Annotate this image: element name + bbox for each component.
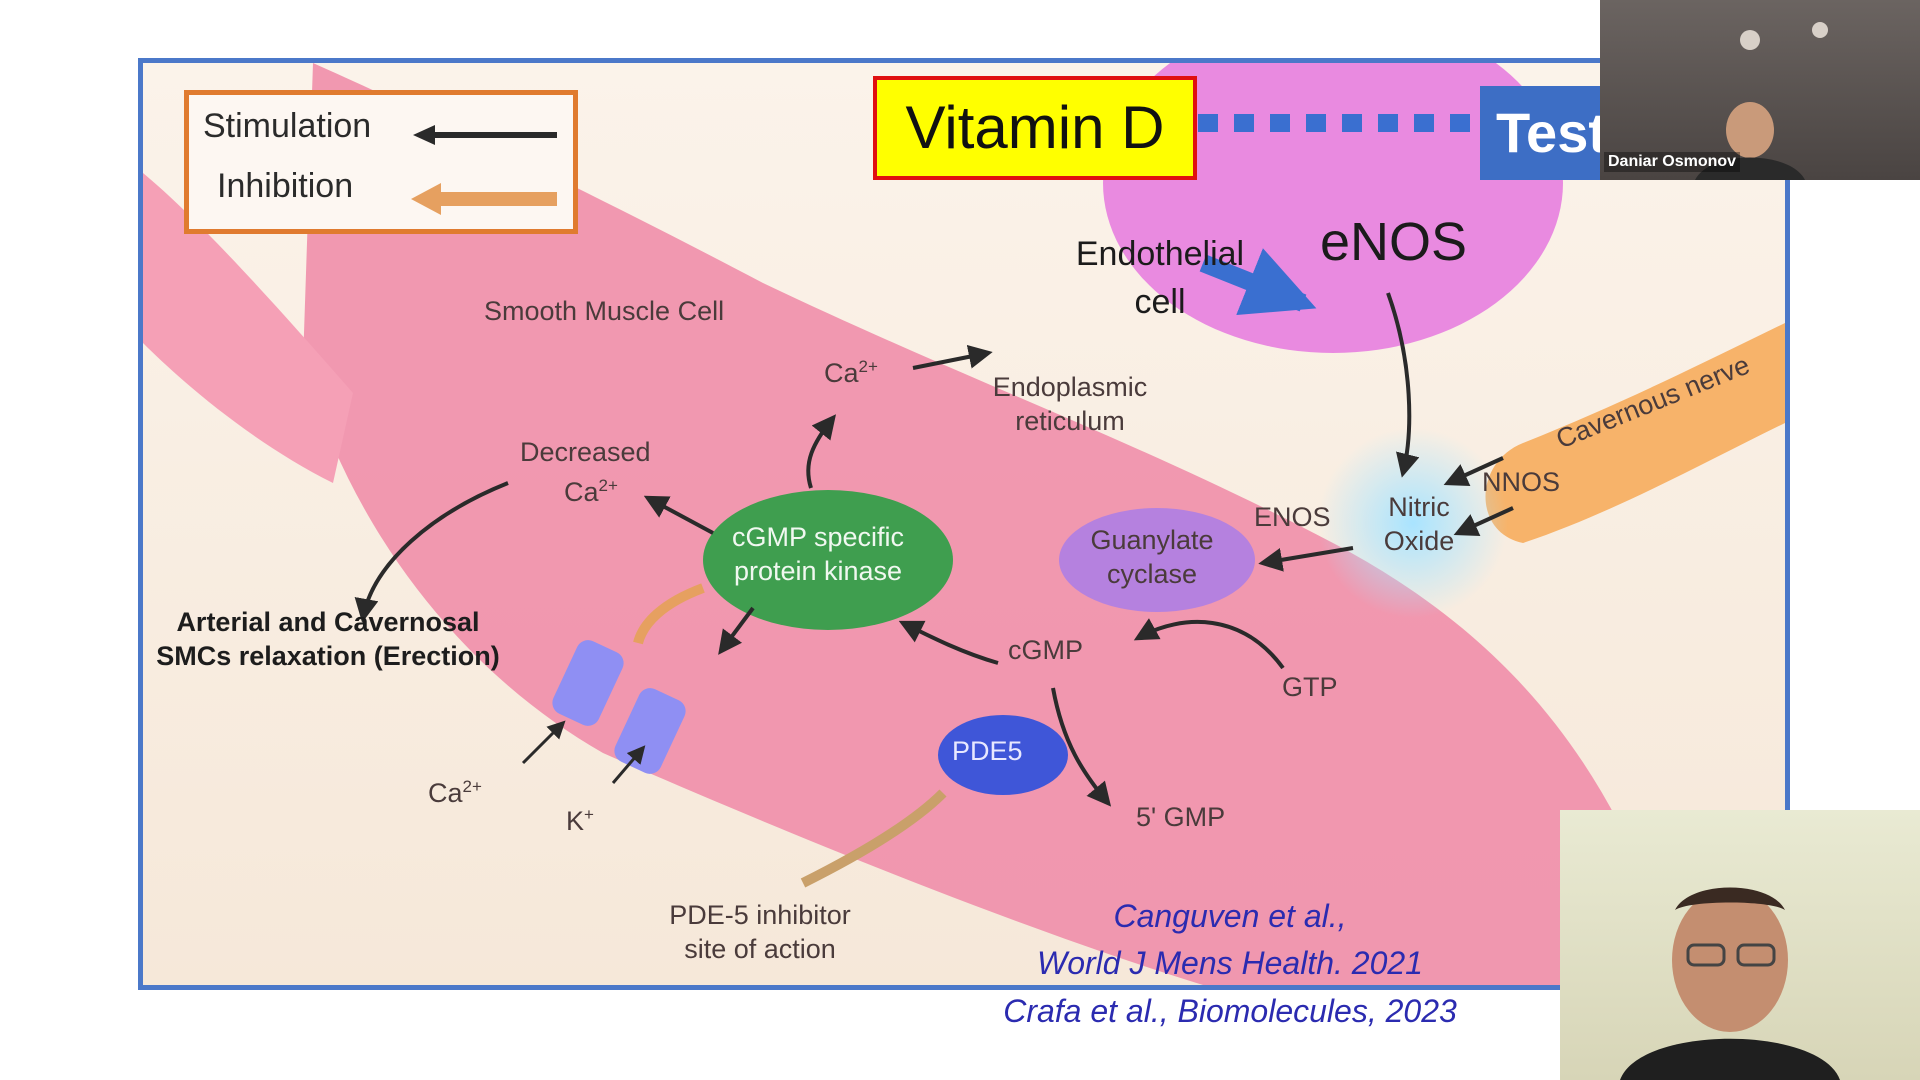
speaker-video-tile[interactable] <box>1560 810 1920 1080</box>
participant-avatar-head <box>1726 102 1774 158</box>
slide-frame <box>138 58 1790 990</box>
ca-er-label: Ca2+ <box>824 357 878 388</box>
legend-stimulation-label: Stimulation <box>203 107 372 145</box>
testosterone-box: Test <box>1480 86 1600 180</box>
pde5-inhibitor-label: PDE-5 inhibitor site of action <box>669 900 851 964</box>
citation-2: World J Mens Health. 2021 <box>1037 945 1423 981</box>
legend-arrows <box>411 125 557 215</box>
nnos-label: NNOS <box>1482 467 1561 497</box>
smooth-muscle-cell-label: Smooth Muscle Cell <box>484 296 725 326</box>
ca-channel-label: Ca2+ <box>428 777 482 808</box>
pde5-label: PDE5 <box>952 736 1023 766</box>
vitamin-d-box: Vitamin D <box>873 76 1197 180</box>
guanylate-cyclase-node <box>1059 508 1255 612</box>
nitric-oxide-label: Nitric Oxide <box>1383 492 1455 556</box>
enos-top-label: eNOS <box>1320 212 1468 272</box>
cgmp-kinase-label: cGMP specific protein kinase <box>731 522 905 586</box>
smooth-muscle-cell-left <box>143 173 353 483</box>
enos-mid-label: ENOS <box>1254 502 1331 532</box>
speaker-video-frame <box>1620 887 1840 1080</box>
cgmp-kinase-node <box>703 490 953 630</box>
participant-name: Daniar Osmonov <box>1604 152 1741 172</box>
cgmp-label: cGMP <box>1008 635 1084 665</box>
k-channel-label: K+ <box>566 805 594 836</box>
endoplasmic-reticulum-label: Endoplasmic reticulum <box>992 372 1148 436</box>
legend-inhibition-label: Inhibition <box>217 167 354 205</box>
endothelial-cell-shape <box>1103 63 1563 353</box>
speaker-avatar-head <box>1672 888 1788 1032</box>
legend-box: Stimulation Inhibition <box>184 90 578 234</box>
citation-1: Canguven et al., <box>1113 898 1347 934</box>
participant-video-frame <box>1695 22 1828 180</box>
participant-video-tile[interactable]: Daniar Osmonov <box>1600 0 1920 180</box>
gtp-label: GTP <box>1282 672 1338 702</box>
pde5-node <box>938 715 1068 795</box>
cavernous-nerve-shape <box>1485 323 1785 543</box>
pathway-diagram <box>143 63 1785 985</box>
relaxation-label: Arterial and Cavernosal SMCs relaxation … <box>156 607 500 671</box>
guanylate-cyclase-label: Guanylate cyclase <box>1090 525 1214 589</box>
gmp5-label: 5' GMP <box>1136 802 1226 832</box>
decreased-label: Decreased <box>520 437 651 467</box>
endothelial-cell-label: Endothelial cell <box>1075 235 1245 321</box>
ca-decreased-label: Ca2+ <box>564 476 618 507</box>
citation-3: Crafa et al., Biomolecules, 2023 <box>1003 993 1457 1029</box>
